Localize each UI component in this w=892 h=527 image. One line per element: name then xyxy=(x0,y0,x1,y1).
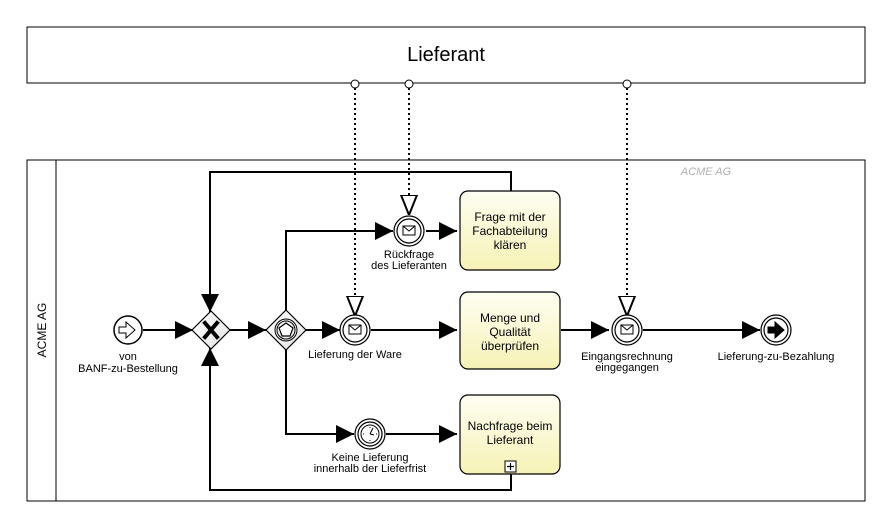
subprocess-followup-line-1: Nachfrage beim xyxy=(468,419,553,433)
task-check-line-2: Qualität xyxy=(489,325,531,339)
arrow-right-icon xyxy=(118,320,136,340)
x-marker-icon xyxy=(202,320,220,340)
delivery-event-label: Lieferung der Ware xyxy=(308,349,402,361)
arrow-right-icon xyxy=(767,320,785,340)
task-check-quality[interactable]: Menge und Qualität überprüfen xyxy=(459,291,561,370)
timer-event-label-1: Keine Lieferung xyxy=(331,452,408,464)
message-flow-invoice xyxy=(623,79,631,316)
end-event-label: Lieferung-zu-Bezahlung xyxy=(718,351,835,363)
message-flow-inquiry xyxy=(405,79,413,215)
expand-plus-icon[interactable] xyxy=(504,460,517,473)
start-event[interactable]: von BANF-zu-Bestellung xyxy=(78,315,178,375)
invoice-event-label-2: eingegangen xyxy=(595,362,659,374)
task-clarify[interactable]: Frage mit der Fachabteilung klären xyxy=(459,190,561,271)
subprocess-followup[interactable]: Nachfrage beim Lieferant xyxy=(459,394,561,475)
clock-icon xyxy=(360,424,380,444)
message-flow-delivery xyxy=(351,79,359,316)
inquiry-event-label-2: des Lieferanten xyxy=(371,260,447,272)
task-clarify-line-2: Fachabteilung xyxy=(472,224,547,238)
lane-watermark: ACME AG xyxy=(680,166,732,178)
subprocess-followup-line-2: Lieferant xyxy=(487,433,534,447)
message-flows xyxy=(351,79,631,316)
invoice-event-label-1: Eingangsrechnung xyxy=(581,351,673,363)
start-event-label-1: von xyxy=(119,351,137,363)
end-event[interactable]: Lieferung-zu-Bezahlung xyxy=(718,314,835,363)
invoice-message-event[interactable]: Eingangsrechnung eingegangen xyxy=(581,314,673,374)
envelope-icon xyxy=(620,324,634,335)
sequence-flows xyxy=(143,171,760,491)
inquiry-event-label-1: Rückfrage xyxy=(384,249,434,261)
delivery-message-event[interactable]: Lieferung der Ware xyxy=(308,314,402,361)
exclusive-gateway[interactable] xyxy=(191,310,231,350)
timer-event-label-2: innerhalb der Lieferfrist xyxy=(314,463,427,475)
task-check-line-3: überprüfen xyxy=(481,339,539,353)
envelope-icon xyxy=(402,225,416,236)
task-clarify-line-3: klären xyxy=(494,238,527,252)
inquiry-message-event[interactable]: Rückfrage des Lieferanten xyxy=(371,215,447,272)
task-check-line-1: Menge und xyxy=(480,311,540,325)
event-based-gateway[interactable] xyxy=(265,309,307,351)
pentagon-icon xyxy=(278,322,294,337)
task-clarify-line-1: Frage mit der xyxy=(474,210,545,224)
pool-supplier[interactable]: Lieferant xyxy=(26,26,866,84)
pool-supplier-title: Lieferant xyxy=(407,44,485,66)
envelope-icon xyxy=(348,324,362,335)
timer-event[interactable]: Keine Lieferung innerhalb der Lieferfris… xyxy=(314,418,427,475)
start-event-label-2: BANF-zu-Bestellung xyxy=(78,363,178,375)
pool-acme-title: ACME AG xyxy=(35,303,49,358)
